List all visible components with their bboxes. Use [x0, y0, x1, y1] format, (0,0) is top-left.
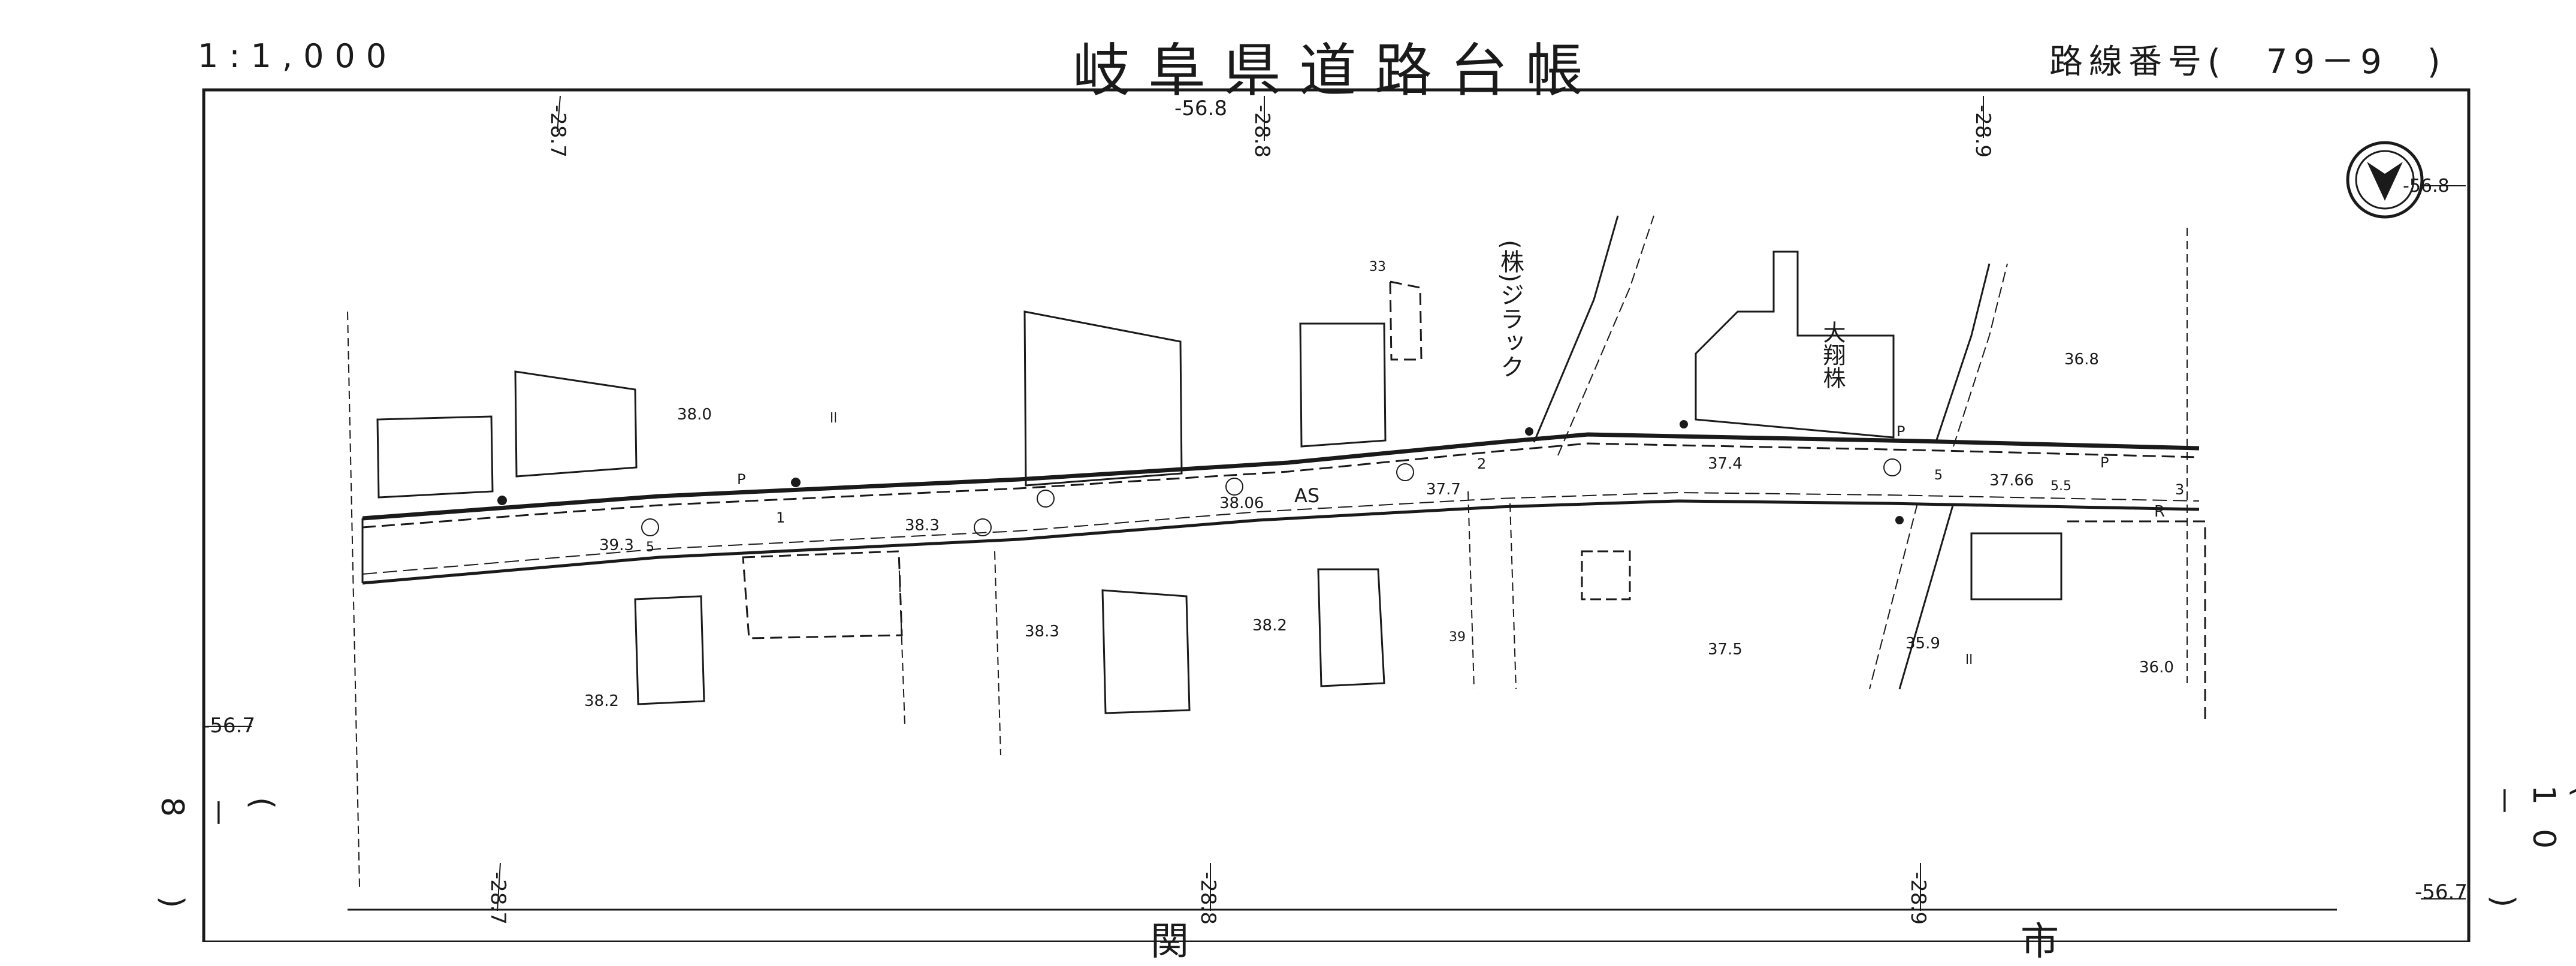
elevation-label: 37.66 [1989, 472, 2034, 490]
grid-x-top-1: -28.7 [546, 105, 570, 158]
grid-ticks [207, 95, 2466, 911]
label-55: 5.5 [2050, 479, 2071, 494]
map-frame [202, 88, 2471, 942]
label-p3: P [2100, 454, 2109, 471]
grid-y-label-3: -56.7 [203, 714, 255, 738]
elevation-label: 38.3 [905, 517, 940, 535]
label-p1: P [737, 471, 745, 488]
road-map: -28.7 -28.8 -28.9 -28.7 -28.8 -28.9 -56.… [202, 88, 2471, 942]
grid-x-bottom-1: -28.7 [486, 872, 510, 925]
sheet-index-right: ( 10－ ) [2485, 785, 2576, 932]
grid-y-label-1: -56.8 [1174, 96, 1227, 120]
elevation-label: 36.8 [2064, 351, 2099, 369]
label-ii-2: ll [1965, 653, 1973, 668]
buildings-south [634, 520, 2206, 719]
label-3: 3 [2175, 481, 2184, 498]
elevation-label: 38.2 [584, 692, 619, 710]
label-company-jirakku: (株)ジラック [1496, 240, 1524, 378]
elevation-label: 38.0 [677, 406, 712, 424]
label-2: 2 [1477, 455, 1486, 472]
grid-x-top-3: -28.9 [1971, 105, 1995, 158]
elevation-label: 38.06 [1219, 494, 1264, 512]
grid-x-top-2: -28.8 [1250, 105, 1274, 158]
label-p2: P [1896, 423, 1905, 440]
road-ledger-sheet: 1:1,000 岐阜県道路台帳 路線番号( 79－9 ) ( －8 ) ( 10… [154, 37, 2576, 964]
elevation-label: 39.3 [599, 536, 634, 554]
parcel-lines [347, 228, 2188, 887]
elevation-label: 37.7 [1426, 481, 1461, 499]
utility-markers [497, 420, 1904, 536]
label-1: 1 [776, 509, 785, 526]
map-scale: 1:1,000 [198, 37, 398, 75]
label-5b: 5 [1934, 468, 1943, 483]
page-title: 岐阜県道路台帳 [1073, 37, 1601, 104]
elevation-label: 38.3 [1025, 623, 1059, 641]
grid-x-bottom-3: -28.9 [1906, 872, 1930, 925]
buildings-north [376, 250, 1895, 499]
label-33: 33 [1369, 259, 1386, 274]
grid-x-bottom-2: -28.8 [1196, 872, 1220, 925]
north-arrow-icon [2346, 141, 2424, 219]
route-number: 路線番号( 79－9 ) [2049, 43, 2447, 81]
label-5a: 5 [646, 540, 654, 555]
label-39: 39 [1449, 630, 1466, 645]
elevation-label: 36.0 [2139, 659, 2174, 677]
elevation-label: 38.2 [1252, 617, 1287, 635]
elevation-label: 37.5 [1708, 641, 1743, 659]
elevation-label: 35.9 [1905, 635, 1940, 653]
sheet-index-left: ( －8 ) [154, 797, 280, 932]
grid-y-label-4: -56.7 [2415, 880, 2468, 904]
road-route-79 [361, 215, 2200, 690]
elevation-label: 37.4 [1708, 455, 1743, 473]
label-r: R [2154, 503, 2165, 521]
label-pavement: AS [1294, 484, 1319, 507]
label-company-daishou: 大翔株 [1819, 321, 1846, 389]
label-ii-1: ll [830, 411, 837, 426]
